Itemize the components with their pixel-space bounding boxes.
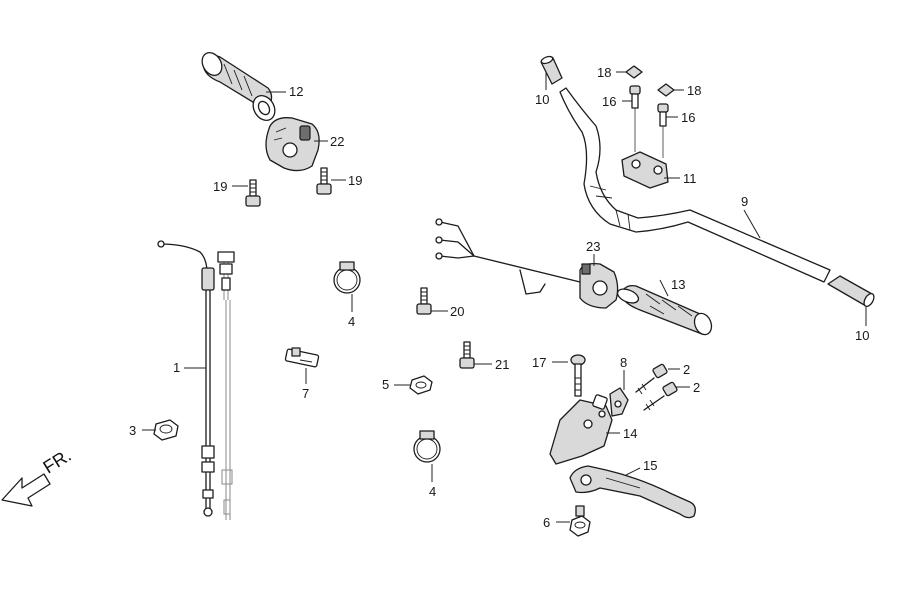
wiring-harness-part <box>435 218 581 295</box>
bolt-part <box>643 381 678 411</box>
throttle-return-cable-part <box>217 251 235 520</box>
callout-label: 19 <box>213 179 227 194</box>
bolt-part <box>657 103 669 158</box>
callout-label: 11 <box>683 171 697 186</box>
callout-label: 18 <box>597 65 611 80</box>
cable-clamp-part <box>333 261 361 294</box>
callout-label: 4 <box>348 314 355 329</box>
callout-label: 4 <box>429 484 436 499</box>
front-direction-arrow-icon <box>1 473 51 507</box>
left-grip-part <box>616 284 713 336</box>
lever-bracket-part <box>549 394 613 465</box>
callout-label: 23 <box>586 239 600 254</box>
right-switch-housing-part <box>265 117 320 172</box>
callout-label: 20 <box>450 304 464 319</box>
handlebar-holder-part <box>621 151 669 189</box>
callout-label: 9 <box>741 194 748 209</box>
switch-part <box>284 347 320 368</box>
callout-label: 5 <box>382 377 389 392</box>
callout-label: 1 <box>173 360 180 375</box>
clutch-switch-part <box>609 387 629 417</box>
callout-label: 6 <box>543 515 550 530</box>
callout-label: 2 <box>693 380 700 395</box>
nut-part <box>409 375 433 395</box>
callout-label: 12 <box>289 84 303 99</box>
callout-label: 10 <box>855 328 869 343</box>
cap-part <box>625 65 643 79</box>
callout-label: 18 <box>687 83 701 98</box>
nut-part <box>153 419 179 441</box>
callout-label: 14 <box>623 426 637 441</box>
callout-label: 8 <box>620 355 627 370</box>
cable-clamp-part <box>413 430 441 463</box>
callout-label: 15 <box>643 458 657 473</box>
screw-part <box>416 287 432 315</box>
callout-label: 16 <box>602 94 616 109</box>
nut-part <box>569 505 591 537</box>
callout-label: 17 <box>532 355 546 370</box>
bolt-part <box>635 363 668 395</box>
throttle-grip-part <box>201 52 276 121</box>
throttle-cable-part <box>157 240 215 517</box>
callout-label: 2 <box>683 362 690 377</box>
callout-label: 22 <box>330 134 344 149</box>
left-switch-housing-part <box>579 262 619 309</box>
bar-end-weight-part <box>827 275 875 308</box>
callout-label: 16 <box>681 110 695 125</box>
callout-label: 21 <box>495 357 509 372</box>
screw-part <box>459 341 475 369</box>
screw-part <box>316 167 332 195</box>
screw-part <box>245 179 261 207</box>
clutch-lever-part <box>569 465 696 519</box>
callout-label: 3 <box>129 423 136 438</box>
callout-label: 13 <box>671 277 685 292</box>
handlebar-part <box>559 87 831 283</box>
callout-label: 7 <box>302 386 309 401</box>
cap-part <box>657 83 675 97</box>
pivot-bolt-part <box>570 354 586 397</box>
callout-label: 10 <box>535 92 549 107</box>
leader-lines <box>142 71 867 523</box>
callout-label: 19 <box>348 173 362 188</box>
front-direction-label: FR. <box>40 445 75 477</box>
callout-labels: 12 22 19 19 1 3 4 4 7 5 20 21 23 13 17 8… <box>129 65 869 530</box>
bolt-part <box>629 85 641 152</box>
bar-end-weight-part <box>540 55 563 85</box>
